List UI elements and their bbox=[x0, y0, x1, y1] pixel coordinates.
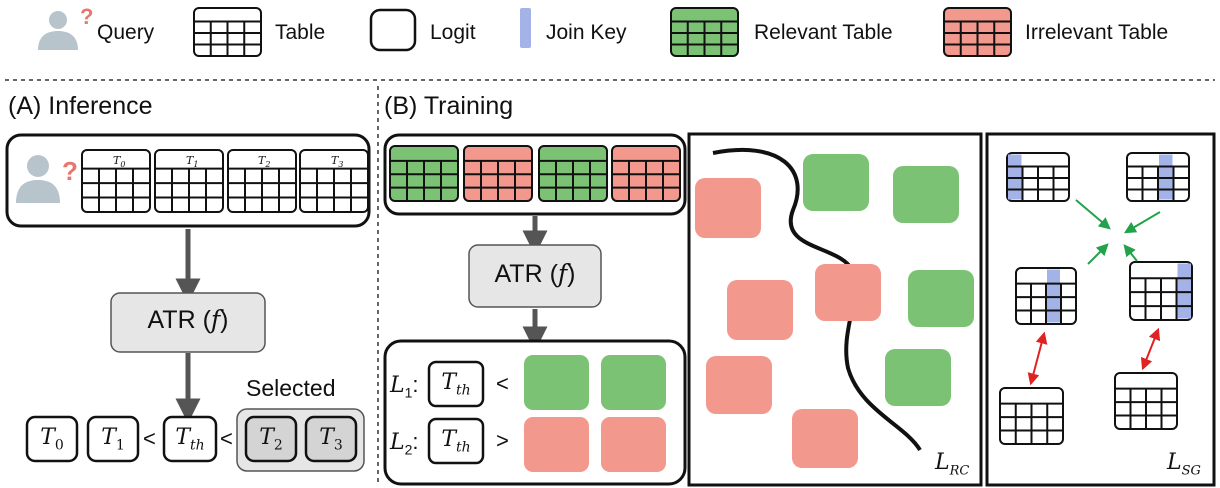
loss2-threshold-logit bbox=[427, 417, 485, 465]
inference-table-label-2: T2 bbox=[258, 154, 271, 170]
logit-t1 bbox=[86, 415, 140, 463]
loss1-threshold-label: Tth bbox=[441, 370, 471, 399]
rc-irrelevant-point bbox=[695, 178, 761, 238]
selected-label: Selected bbox=[246, 375, 336, 401]
rc-irrelevant-point bbox=[706, 356, 772, 414]
inference-table bbox=[299, 149, 369, 213]
legend-relevant-table-label: Relevant Table bbox=[754, 21, 893, 44]
loss2-irrelevant-logit-2 bbox=[601, 417, 666, 472]
less-than-operator: < bbox=[143, 426, 156, 451]
relevant-table-icon bbox=[670, 7, 739, 57]
loss1-relevant-logit-2 bbox=[601, 355, 666, 410]
training-model-label: ATR (f) bbox=[494, 259, 576, 288]
query-icon: ? bbox=[38, 4, 93, 50]
loss2-irrelevant-logit-1 bbox=[524, 417, 589, 472]
sg-table bbox=[999, 387, 1064, 445]
table-icon bbox=[193, 7, 262, 57]
rc-relevant-point bbox=[885, 349, 951, 406]
training-title: (B) Training bbox=[384, 92, 514, 120]
relevant-table bbox=[538, 145, 608, 202]
logit-t3 bbox=[304, 415, 358, 463]
loss1-threshold-logit bbox=[427, 360, 485, 408]
attract-arrow bbox=[1123, 211, 1161, 234]
logit-t0 bbox=[25, 415, 79, 463]
inference-panel: ? bbox=[5, 133, 371, 472]
legend: ? bbox=[38, 4, 1012, 57]
inference-table-label-3: T3 bbox=[331, 154, 344, 170]
legend-query-label: Query bbox=[97, 21, 155, 44]
inference-query-icon: ? bbox=[16, 155, 78, 203]
logit-icon bbox=[369, 8, 417, 52]
irrelevant-table-icon bbox=[943, 7, 1012, 57]
repel-arrow bbox=[1140, 327, 1161, 371]
repel-arrow bbox=[1027, 331, 1048, 386]
inference-table bbox=[81, 149, 151, 213]
logit-tth bbox=[162, 415, 218, 463]
rc-irrelevant-point bbox=[792, 409, 858, 468]
relevant-table bbox=[389, 145, 459, 202]
table-grid bbox=[193, 7, 262, 57]
sg-table-with-key bbox=[1006, 152, 1070, 202]
sg-table-with-key bbox=[1126, 152, 1190, 202]
legend-logit-label: Logit bbox=[430, 21, 476, 44]
irrelevant-table bbox=[463, 145, 533, 202]
rc-irrelevant-point bbox=[815, 264, 881, 321]
relevant-table-grid bbox=[670, 7, 739, 57]
legend-table-label: Table bbox=[275, 21, 326, 44]
logit-t2 bbox=[244, 415, 298, 463]
rc-irrelevant-point bbox=[727, 280, 793, 340]
inference-model-box bbox=[110, 292, 266, 353]
loss1-operator: < bbox=[496, 371, 509, 396]
svg-text:?: ? bbox=[80, 4, 93, 29]
attract-arrow bbox=[1075, 199, 1111, 230]
loss2-operator: > bbox=[496, 428, 509, 453]
inference-title: (A) Inference bbox=[8, 92, 153, 120]
irrelevant-table-grid bbox=[943, 7, 1012, 57]
logit-t0-label: T0 bbox=[40, 425, 64, 454]
inference-table bbox=[154, 149, 224, 213]
logit-t3-label: T3 bbox=[319, 425, 343, 454]
svg-text:?: ? bbox=[62, 156, 78, 186]
join-key-icon bbox=[520, 8, 531, 48]
inference-table-label-0: T0 bbox=[113, 154, 126, 170]
sg-table-with-key bbox=[1129, 261, 1193, 321]
sg-loss-label: LSG bbox=[1167, 450, 1201, 479]
less-than-operator: < bbox=[220, 426, 233, 451]
logit-t1-label: T1 bbox=[101, 425, 125, 454]
loss1-label: L1: bbox=[390, 372, 419, 401]
attract-arrow bbox=[1087, 243, 1109, 265]
loss2-label: L2: bbox=[390, 429, 419, 458]
inference-model-label: ATR (f) bbox=[147, 305, 229, 334]
training-model-box bbox=[468, 244, 602, 308]
loss1-relevant-logit-1 bbox=[524, 355, 589, 410]
rc-relevant-point bbox=[908, 270, 974, 327]
legend-irrelevant-table-label: Irrelevant Table bbox=[1025, 21, 1169, 44]
sg-tables bbox=[999, 152, 1193, 445]
training-tables-box bbox=[383, 133, 687, 216]
sg-table-with-key bbox=[1015, 267, 1077, 325]
training-tables bbox=[389, 145, 681, 202]
logit-tth-label: Tth bbox=[175, 425, 205, 454]
legend-join-key-label: Join Key bbox=[546, 21, 627, 44]
rc-relevant-point bbox=[893, 166, 959, 223]
irrelevant-table bbox=[611, 145, 681, 202]
inference-table bbox=[227, 149, 297, 213]
training-panel bbox=[383, 132, 1216, 487]
inference-table-label-1: T1 bbox=[186, 154, 199, 170]
loss2-threshold-label: Tth bbox=[441, 427, 471, 456]
inference-tables bbox=[81, 149, 369, 213]
rc-relevant-point bbox=[803, 154, 869, 211]
attract-arrow bbox=[1123, 244, 1138, 262]
rc-loss-label: LRC bbox=[935, 450, 970, 479]
logit-t2-label: T2 bbox=[259, 425, 283, 454]
sg-table bbox=[1114, 372, 1178, 430]
